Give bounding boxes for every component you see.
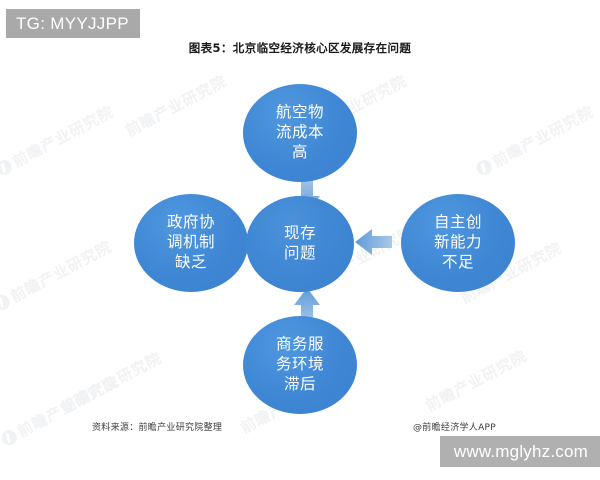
node-business-environment[interactable]: 商务服 务环境 滞后 bbox=[243, 316, 357, 414]
arrow-left-icon bbox=[355, 229, 392, 255]
node-label: 航空物 流成本 高 bbox=[275, 103, 324, 161]
node-air-logistics-cost[interactable]: 航空物 流成本 高 bbox=[243, 84, 357, 182]
chart-title: 图表5：北京临空经济核心区发展存在问题 bbox=[188, 41, 412, 55]
tg-watermark-badge: TG: MYYJJPP bbox=[6, 9, 140, 38]
node-innovation-capacity[interactable]: 自主创 新能力 不足 bbox=[401, 194, 515, 292]
node-government-coordination[interactable]: 政府协 调机制 缺乏 bbox=[134, 194, 248, 292]
node-existing-problems[interactable]: 现存 问题 bbox=[246, 196, 354, 292]
node-label: 商务服 务环境 滞后 bbox=[275, 335, 324, 393]
node-label: 自主创 新能力 不足 bbox=[433, 213, 482, 271]
source-note: 资料来源：前瞻产业研究院整理 bbox=[92, 423, 223, 433]
node-label: 现存 问题 bbox=[283, 224, 316, 262]
app-attribution-note: @前瞻经济学人APP bbox=[413, 423, 497, 433]
url-watermark-banner: www.mglyhz.com bbox=[439, 436, 600, 467]
node-label: 政府协 调机制 缺乏 bbox=[166, 213, 215, 271]
